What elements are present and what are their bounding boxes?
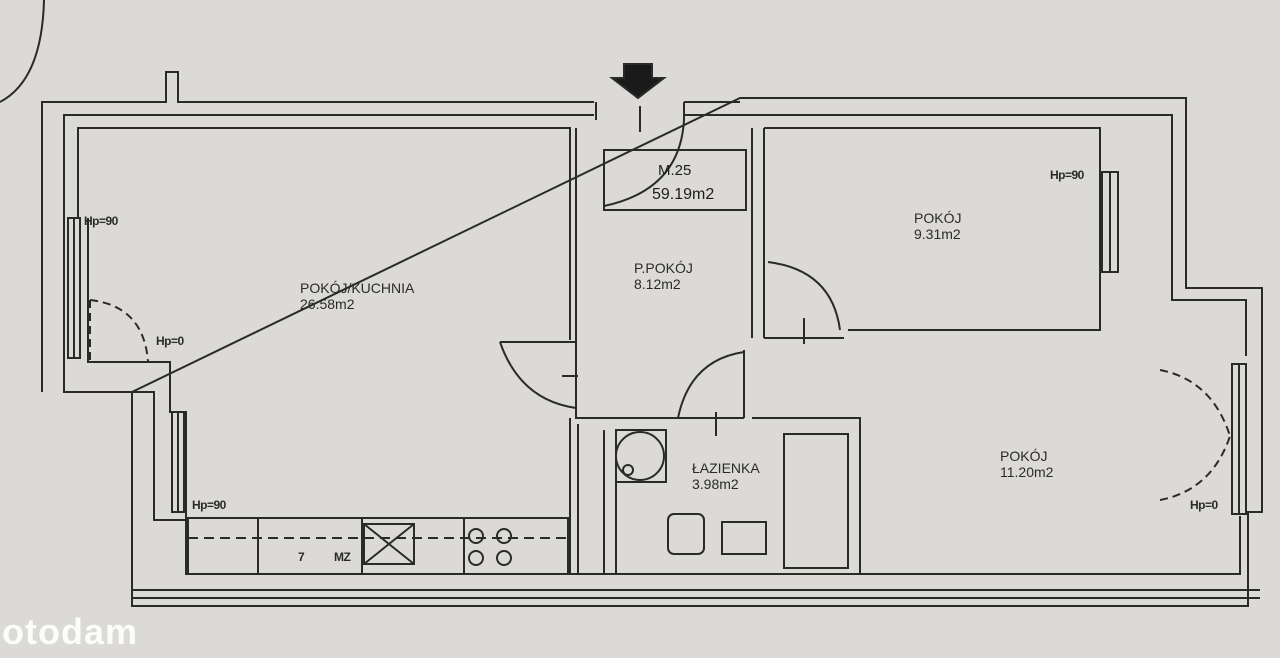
kitchen-mark: MZ xyxy=(334,550,351,564)
door-swing-room-top xyxy=(767,261,841,331)
room-bathroom: ŁAZIENKA 3.98m2 xyxy=(692,460,760,492)
bathtub xyxy=(783,433,849,569)
room-name: POKÓJ xyxy=(914,210,962,226)
room-name: POKÓJ xyxy=(1000,448,1048,464)
corner-arc xyxy=(0,0,45,103)
inner-wall-line xyxy=(63,114,1247,356)
window-height-label: Hp=90 xyxy=(192,498,226,512)
partition-hall xyxy=(575,128,744,419)
room-living-kitchen: POKÓJ/KUCHNIA 26.58m2 xyxy=(300,280,414,312)
toilet xyxy=(667,513,705,555)
entrance-door xyxy=(595,102,685,120)
unit-number: M.25 xyxy=(658,162,692,179)
door-swing-left xyxy=(89,299,149,363)
door-swing-bath xyxy=(677,351,745,419)
entrance-arrow xyxy=(609,63,667,100)
room-area: 11.20m2 xyxy=(1000,464,1054,480)
room-area: 26.58m2 xyxy=(300,296,355,312)
room-area: 3.98m2 xyxy=(692,476,739,492)
door-swing-kitchen xyxy=(499,341,577,409)
kitchen-counter xyxy=(187,517,569,575)
left-wall xyxy=(63,218,187,521)
outer-wall xyxy=(41,71,1263,607)
hob-burner xyxy=(468,528,484,544)
room-name: POKÓJ/KUCHNIA xyxy=(300,280,415,296)
brand-watermark: otodam xyxy=(2,611,138,652)
wall-bath xyxy=(743,350,861,574)
window-height-label: Hp=90 xyxy=(1050,168,1084,182)
inner-wall-top xyxy=(77,127,571,340)
window-height-label: Hp=0 xyxy=(1190,498,1218,512)
window-height-label: Hp=0 xyxy=(156,334,184,348)
washbasin xyxy=(721,521,767,555)
bottom-wall xyxy=(185,516,1241,575)
room-name: ŁAZIENKA xyxy=(692,460,760,476)
room-hall: P.POKÓJ 8.12m2 xyxy=(634,260,693,292)
room-area: 9.31m2 xyxy=(914,226,961,242)
balcony-door-swing xyxy=(1159,369,1231,501)
kitchen-mark: 7 xyxy=(298,550,305,564)
room-area: 8.12m2 xyxy=(634,276,681,292)
room-name: P.POKÓJ xyxy=(634,260,693,276)
room-bedroom-1: POKÓJ 9.31m2 xyxy=(914,210,961,242)
window-height-label: Hp=90 xyxy=(84,214,118,228)
wall-hall-right xyxy=(751,128,765,338)
kitchen-sink xyxy=(363,523,415,565)
unit-area: 59.19m2 xyxy=(652,186,715,203)
room-bedroom-2: POKÓJ 11.20m2 xyxy=(1000,448,1053,480)
unit-box xyxy=(603,149,747,211)
